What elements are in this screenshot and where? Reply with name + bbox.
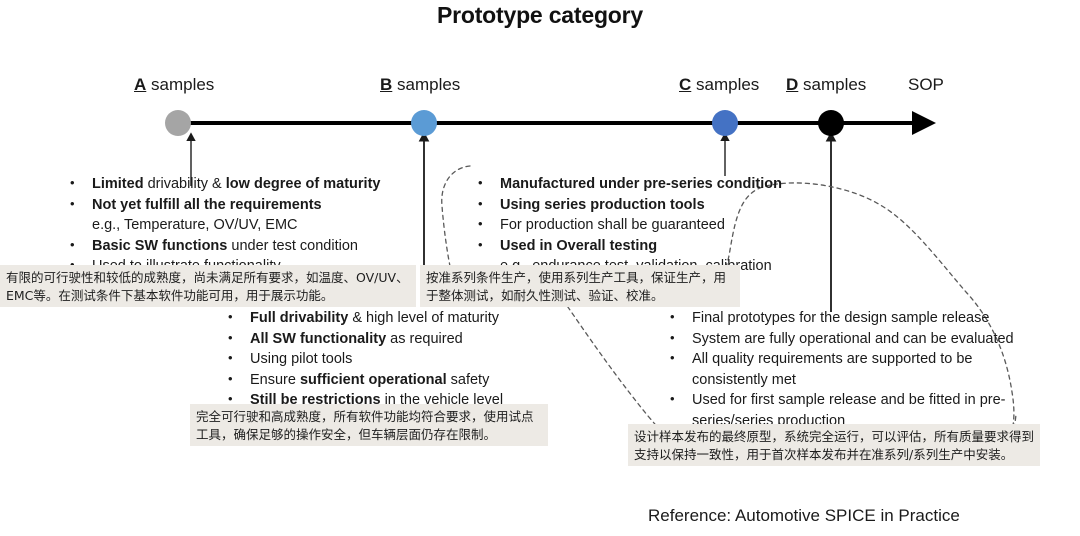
timeline-node-d[interactable] — [818, 110, 844, 136]
stage-key-c: C — [679, 75, 692, 94]
list-item: System are fully operational and can be … — [670, 328, 1042, 350]
list-item: Final prototypes for the design sample r… — [670, 307, 1042, 329]
timeline-node-b[interactable] — [411, 110, 437, 136]
emphasis-text: Limited — [92, 176, 144, 192]
list-item: Ensure sufficient operational safety — [228, 369, 503, 391]
bullet-block-d: Final prototypes for the design sample r… — [670, 307, 1042, 431]
list-item: e.g., Temperature, OV/UV, EMC — [70, 215, 380, 236]
stage-label-d: D samples — [786, 75, 866, 95]
plain-text: For production shall be guaranteed — [500, 217, 725, 233]
list-item: Not yet fulfill all the requirements — [70, 194, 380, 216]
stage-key-d: D — [786, 75, 799, 94]
bullet-list-a: Limited drivability & low degree of matu… — [70, 173, 381, 277]
list-item: Full drivability & high level of maturit… — [228, 307, 503, 329]
cn-translation-d: 设计样本发布的最终原型，系统完全运行，可以评估，所有质量要求得到支持以保持一致性… — [628, 424, 1040, 466]
timeline-node-a[interactable] — [165, 110, 191, 136]
stage-key-b: B — [380, 75, 393, 94]
plain-text: Final prototypes for the design sample r… — [692, 310, 990, 326]
stage-text-b: samples — [392, 75, 461, 94]
plain-text: & high level of maturity — [348, 310, 500, 326]
emphasis-text: Basic SW functions — [92, 237, 228, 254]
cn-translation-b: 完全可行驶和高成熟度，所有软件功能均符合要求，使用试点工具，确保足够的操作安全，… — [190, 404, 548, 446]
emphasis-text: Not yet fulfill all the requirements — [92, 196, 322, 213]
stage-label-sop: SOP — [908, 75, 944, 94]
stage-text-a: samples — [146, 75, 215, 94]
plain-text: Using pilot tools — [250, 351, 353, 367]
bullet-block-c: Manufactured under pre-series conditionU… — [478, 173, 782, 277]
plain-text: All quality requirements are supported t… — [692, 351, 973, 388]
plain-text: e.g., Temperature, OV/UV, EMC — [92, 217, 298, 233]
reference-note: Reference: Automotive SPICE in Practice — [648, 506, 960, 525]
emphasis-text: Full drivability — [250, 310, 349, 326]
stage-text-c: samples — [691, 75, 760, 94]
stage-label-a: A samples — [134, 75, 214, 95]
list-item: Manufactured under pre-series condition — [478, 173, 782, 195]
cn-translation-c: 按准系列条件生产，使用系列生产工具，保证生产，用于整体测试，如耐久性测试、验证、… — [420, 265, 740, 307]
plain-text: as required — [386, 330, 463, 347]
list-item: For production shall be guaranteed — [478, 214, 782, 236]
cn-translation-a: 有限的可行驶性和较低的成熟度，尚未满足所有要求，如温度、OV/UV、EMC等。在… — [0, 265, 416, 307]
list-item: Basic SW functions under test condition — [70, 235, 380, 257]
bullet-block-a: Limited drivability & low degree of matu… — [70, 173, 381, 277]
timeline-node-c[interactable] — [712, 110, 738, 136]
stage-label-b: B samples — [380, 75, 460, 95]
bullet-list-d: Final prototypes for the design sample r… — [670, 307, 1042, 431]
emphasis-text: Manufactured under pre-series condition — [500, 176, 782, 192]
emphasis-text: Used in Overall testing — [500, 237, 658, 254]
page-title: Prototype category — [436, 2, 643, 28]
list-item: Used in Overall testing — [478, 235, 782, 257]
stage-key-a: A — [134, 75, 147, 94]
emphasis-text: Using series production tools — [500, 196, 705, 213]
emphasis-text: All SW functionality — [250, 330, 387, 347]
emphasis-text: sufficient operational — [299, 371, 447, 388]
bullet-list-b: Full drivability & high level of maturit… — [228, 307, 503, 411]
list-item: Limited drivability & low degree of matu… — [70, 173, 381, 195]
plain-text: safety — [446, 371, 490, 388]
list-item: Using series production tools — [478, 194, 782, 216]
stage-label-c: C samples — [679, 75, 759, 95]
list-item: All SW functionality as required — [228, 328, 503, 350]
emphasis-text: low degree of maturity — [225, 176, 381, 192]
plain-text: Ensure — [250, 371, 300, 388]
list-item: Using pilot tools — [228, 348, 503, 370]
bullet-block-b: Full drivability & high level of maturit… — [228, 307, 503, 411]
bullet-list-c: Manufactured under pre-series conditionU… — [478, 173, 782, 277]
plain-text: System are fully operational and can be … — [692, 330, 1014, 347]
plain-text: under test condition — [227, 237, 358, 254]
list-item: All quality requirements are supported t… — [670, 348, 1042, 390]
stage-text-d: samples — [798, 75, 867, 94]
plain-text: drivability & — [143, 176, 226, 192]
